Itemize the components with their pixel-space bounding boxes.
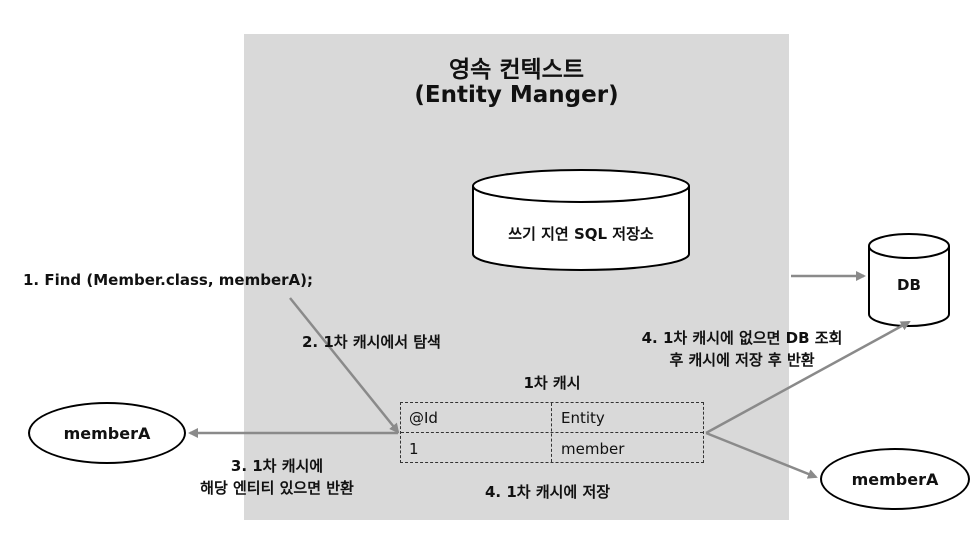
arrow-find-to-cache: [289, 297, 400, 434]
cache-cell-entity: member: [561, 440, 625, 458]
cache-header-entity: Entity: [561, 409, 605, 427]
db-label: DB: [897, 276, 921, 294]
context-subtitle: (Entity Manger): [414, 82, 619, 108]
member-a-left: memberA: [28, 402, 186, 464]
context-title: 영속 컨텍스트: [449, 57, 584, 83]
member-a-right: memberA: [820, 448, 970, 510]
persistence-context-area: [244, 34, 789, 520]
step-db-lookup-line1: 4. 1차 캐시에 없으면 DB 조회: [641, 329, 843, 347]
member-a-right-label: memberA: [851, 469, 939, 489]
db-cylinder: [868, 233, 950, 327]
sql-store-label: 쓰기 지연 SQL 저장소: [508, 225, 654, 243]
step-store-label: 4. 1차 캐시에 저장: [485, 483, 611, 501]
step-return-line1: 3. 1차 캐시에: [230, 457, 324, 475]
cache-header-id: @Id: [409, 409, 438, 427]
step-db-lookup-line2: 후 캐시에 저장 후 반환: [669, 351, 815, 369]
cache-cell-id: 1: [409, 440, 419, 458]
member-a-left-label: memberA: [63, 423, 151, 443]
cache-title: 1차 캐시: [523, 374, 581, 392]
arrow-cache-to-db: [705, 320, 911, 435]
step-find-label: 1. Find (Member.class, memberA);: [23, 271, 313, 289]
cache-column-divider: [551, 403, 552, 462]
step-return-line2: 해당 엔티티 있으면 반환: [200, 479, 354, 497]
arrow-cache-to-member: [705, 431, 818, 479]
cache-row-divider: [401, 432, 703, 433]
cache-table: @Id Entity 1 member: [400, 402, 704, 463]
step-search-label: 2. 1차 캐시에서 탐색: [302, 333, 441, 351]
sql-store-cylinder: [472, 169, 690, 271]
